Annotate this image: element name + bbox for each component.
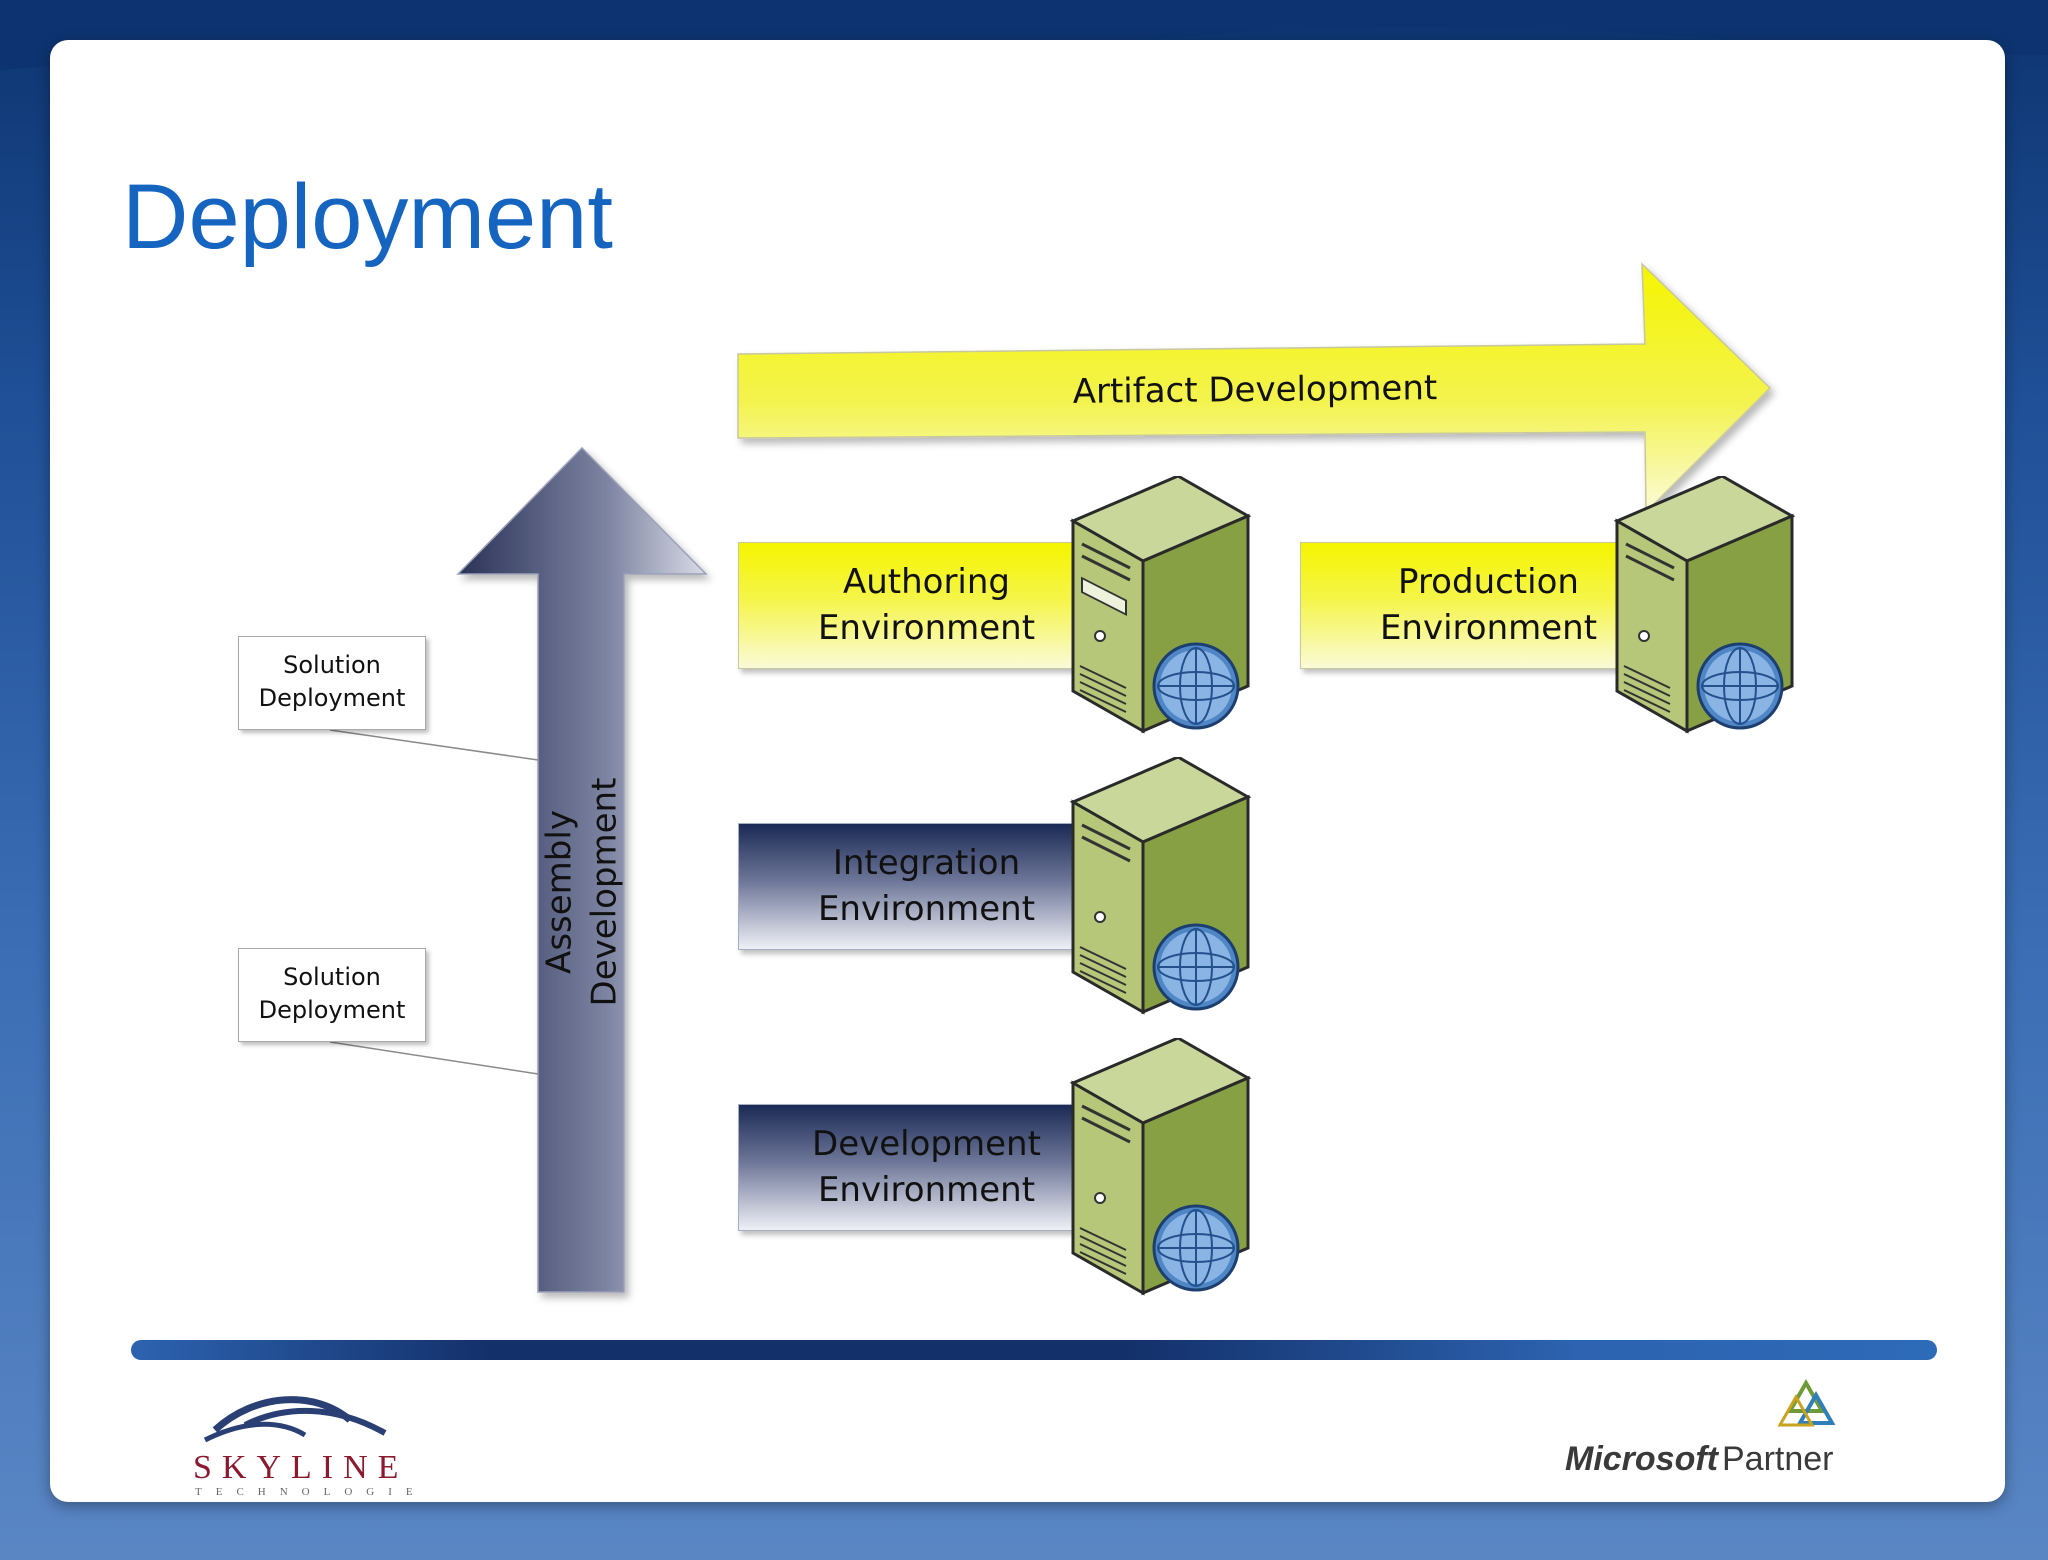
solution-deployment-box: Solution Deployment — [238, 948, 426, 1042]
skyline-wordmark: SKYLINE — [193, 1449, 408, 1486]
microsoft-wordmark: Microsoft — [1565, 1440, 1720, 1478]
artifact-development-text: Artifact Development — [1072, 368, 1438, 412]
assembly-development-text: Assembly Development — [539, 777, 625, 1007]
partner-wordmark: Partner — [1722, 1440, 1834, 1478]
globe-icon — [1152, 923, 1240, 1011]
microsoft-partner-logo: Microsoft Partner — [1565, 1378, 1836, 1478]
slide-title: Deployment — [122, 166, 613, 268]
globe-icon — [1152, 1204, 1240, 1292]
footer-divider-bar — [131, 1340, 1937, 1360]
env-label-line1: Development — [812, 1124, 1041, 1164]
skyline-subtext: TECHNOLOGIES — [195, 1486, 425, 1498]
web-server-icon — [1069, 476, 1252, 734]
env-label-line1: Authoring — [842, 562, 1011, 602]
slide-canvas — [50, 40, 2005, 1502]
web-server-icon — [1069, 757, 1252, 1015]
web-server-icon — [1069, 1038, 1252, 1296]
artifact-development-arrow — [737, 262, 1772, 514]
solution-line1: Solution — [283, 651, 381, 679]
env-label-line1: Production — [1398, 562, 1579, 602]
connector-line — [329, 729, 539, 761]
authoring-environment-box: Authoring Environment — [738, 542, 1110, 669]
web-server-icon — [1613, 476, 1796, 734]
solution-line2: Deployment — [258, 684, 406, 712]
connector-line — [329, 1041, 539, 1075]
solution-line2: Deployment — [258, 996, 406, 1024]
partner-emblem-icon — [1777, 1378, 1836, 1427]
development-environment-box: Development Environment — [738, 1104, 1110, 1231]
env-label-line2: Environment — [1379, 608, 1598, 648]
skyline-technologies-logo: SKYLINE TECHNOLOGIES — [193, 1396, 425, 1498]
env-label-line2: Environment — [817, 608, 1036, 648]
integration-environment-box: Integration Environment — [738, 823, 1110, 950]
artifact-development-label: Artifact Development — [1000, 365, 1510, 415]
solution-deployment-box: Solution Deployment — [238, 636, 426, 730]
solution-line1: Solution — [283, 963, 381, 991]
env-label-line2: Environment — [817, 1170, 1036, 1210]
globe-icon — [1696, 642, 1784, 730]
production-environment-box: Production Environment — [1300, 542, 1647, 669]
env-label-line2: Environment — [817, 889, 1036, 929]
env-label-line1: Integration — [832, 843, 1021, 883]
assembly-development-arrow — [456, 446, 708, 1293]
globe-icon — [1152, 642, 1240, 730]
assembly-development-label: Assembly Development — [538, 710, 628, 1075]
